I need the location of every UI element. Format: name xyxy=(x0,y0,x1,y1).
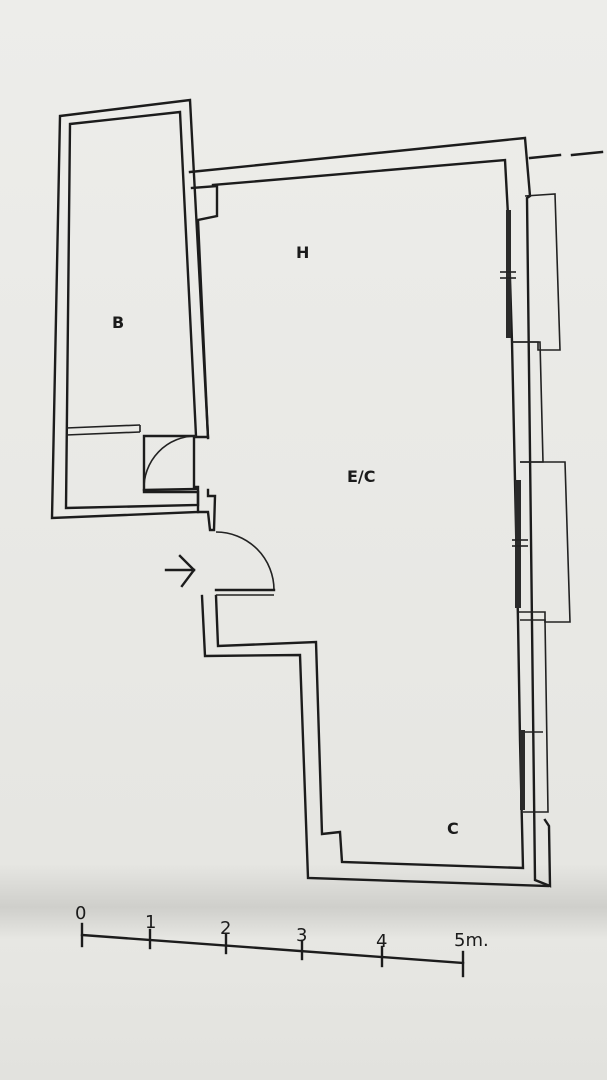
arrow-head xyxy=(178,554,196,588)
main-inner-top-left xyxy=(190,184,219,440)
window-1 xyxy=(506,210,511,338)
scale-label-3: 3 xyxy=(296,925,307,946)
bathroom-walls xyxy=(50,98,210,520)
scale-bar: 0 1 2 3 4 5m. xyxy=(75,903,489,978)
window-3 xyxy=(520,730,525,810)
room-label-bath: B xyxy=(112,313,124,332)
scale-label-4: 4 xyxy=(376,931,387,952)
main-outer-bottom xyxy=(200,594,550,888)
scale-line xyxy=(80,933,465,965)
dashed-extension-2 xyxy=(570,150,604,157)
room-label-living: E/C xyxy=(347,467,376,486)
scale-label-5: 5m. xyxy=(454,930,489,951)
terrace-3 xyxy=(518,461,571,623)
entrance-door-arc xyxy=(215,531,275,591)
scale-label-1: 1 xyxy=(145,912,156,933)
main-outer-top-right xyxy=(188,136,552,888)
bath-door-arc xyxy=(143,435,197,491)
bath-outer-wall xyxy=(50,98,210,520)
windows xyxy=(500,210,528,810)
window-2 xyxy=(515,480,521,608)
scale-label-0: 0 xyxy=(75,903,86,924)
room-label-bedroom: H xyxy=(296,243,309,262)
entry-arrow-icon xyxy=(164,554,196,588)
room-label-kitchen: C xyxy=(447,819,459,838)
bath-door xyxy=(142,435,198,492)
bath-partition xyxy=(65,424,141,429)
bath-partition-2 xyxy=(65,431,141,436)
entrance-door xyxy=(214,531,276,596)
terrace-4 xyxy=(520,619,549,813)
scale-label-2: 2 xyxy=(220,918,231,939)
door-jamb-wall xyxy=(196,488,217,532)
dashed-extension-1 xyxy=(528,153,562,160)
terrace-outline xyxy=(512,150,604,813)
bath-inner-wall xyxy=(64,110,200,510)
bath-door-leaf xyxy=(142,487,198,492)
